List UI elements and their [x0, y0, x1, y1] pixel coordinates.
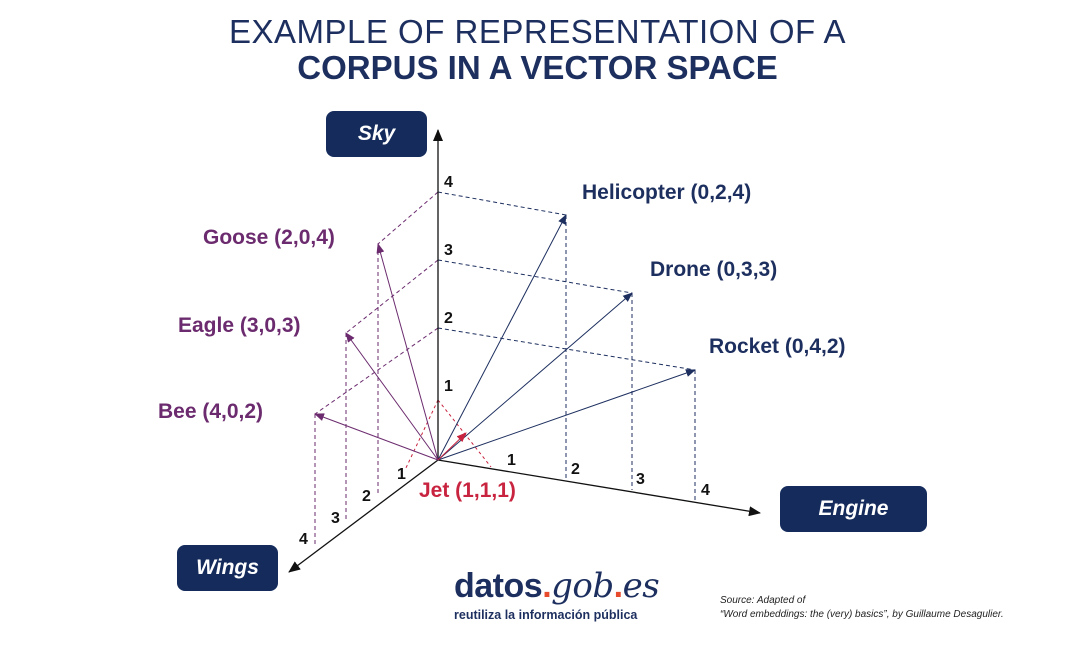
rocket-vector [437, 369, 696, 461]
jet-label: Jet (1,1,1) [419, 479, 516, 502]
logo-part-es: es [622, 566, 660, 606]
vertical-drop-guides [314, 215, 696, 547]
source-line-2: “Word embeddings: the (very) basics”, by… [720, 609, 1004, 620]
logo-part-gob: gob [551, 566, 614, 606]
helicopter-vector [437, 214, 567, 461]
engine-axis-label: Engine [780, 486, 927, 532]
drone-label: Drone (0,3,3) [650, 258, 778, 281]
source-note: Source: Adapted of “Word embeddings: the… [720, 594, 1004, 622]
jet-vector [437, 432, 467, 461]
wings-axis-line [288, 459, 439, 573]
wings-tick-1: 1 [397, 466, 406, 483]
goose-label: Goose (2,0,4) [203, 226, 335, 249]
sky-tick-2: 2 [444, 310, 453, 327]
logo-tagline: reutiliza la información pública [454, 608, 638, 622]
datos-gob-es-logo: datos.gob.es [454, 566, 660, 606]
sky-tick-4: 4 [444, 174, 453, 191]
bee-label: Bee (4,0,2) [158, 400, 264, 423]
logo-dot-2: . [613, 567, 623, 605]
axes [288, 129, 761, 573]
goose-vector [376, 243, 439, 461]
eagle-label: Eagle (3,0,3) [178, 314, 301, 337]
wings-tick-2: 2 [362, 488, 371, 505]
sky-tick-1: 1 [444, 378, 453, 395]
drone-vector [437, 292, 633, 461]
jet-guides [404, 399, 492, 471]
wings-axis-label: Wings [177, 545, 278, 591]
title-line-2: CORPUS IN A VECTOR SPACE [297, 49, 778, 86]
wings-tick-3: 3 [331, 510, 340, 527]
rocket-label: Rocket (0,4,2) [709, 335, 846, 358]
source-line-1: Source: Adapted of [720, 595, 806, 606]
engine-tick-4: 4 [701, 482, 710, 499]
logo-dot-1: . [542, 567, 552, 605]
engine-axis-line [437, 459, 761, 517]
helicopter-label: Helicopter (0,2,4) [582, 181, 752, 204]
engine-tick-2: 2 [571, 461, 580, 478]
title-line-1: EXAMPLE OF REPRESENTATION OF A [228, 13, 847, 50]
logo-part-datos: datos [454, 567, 543, 605]
sky-tick-3: 3 [444, 242, 453, 259]
sky-axis-label: Sky [326, 111, 427, 157]
engine-tick-1: 1 [507, 452, 516, 469]
eagle-vector [345, 332, 439, 461]
wings-tick-4: 4 [299, 531, 308, 548]
bee-vector [314, 413, 439, 461]
engine-tick-3: 3 [636, 471, 645, 488]
sky-level-guides [314, 191, 696, 415]
vectors [314, 214, 696, 461]
